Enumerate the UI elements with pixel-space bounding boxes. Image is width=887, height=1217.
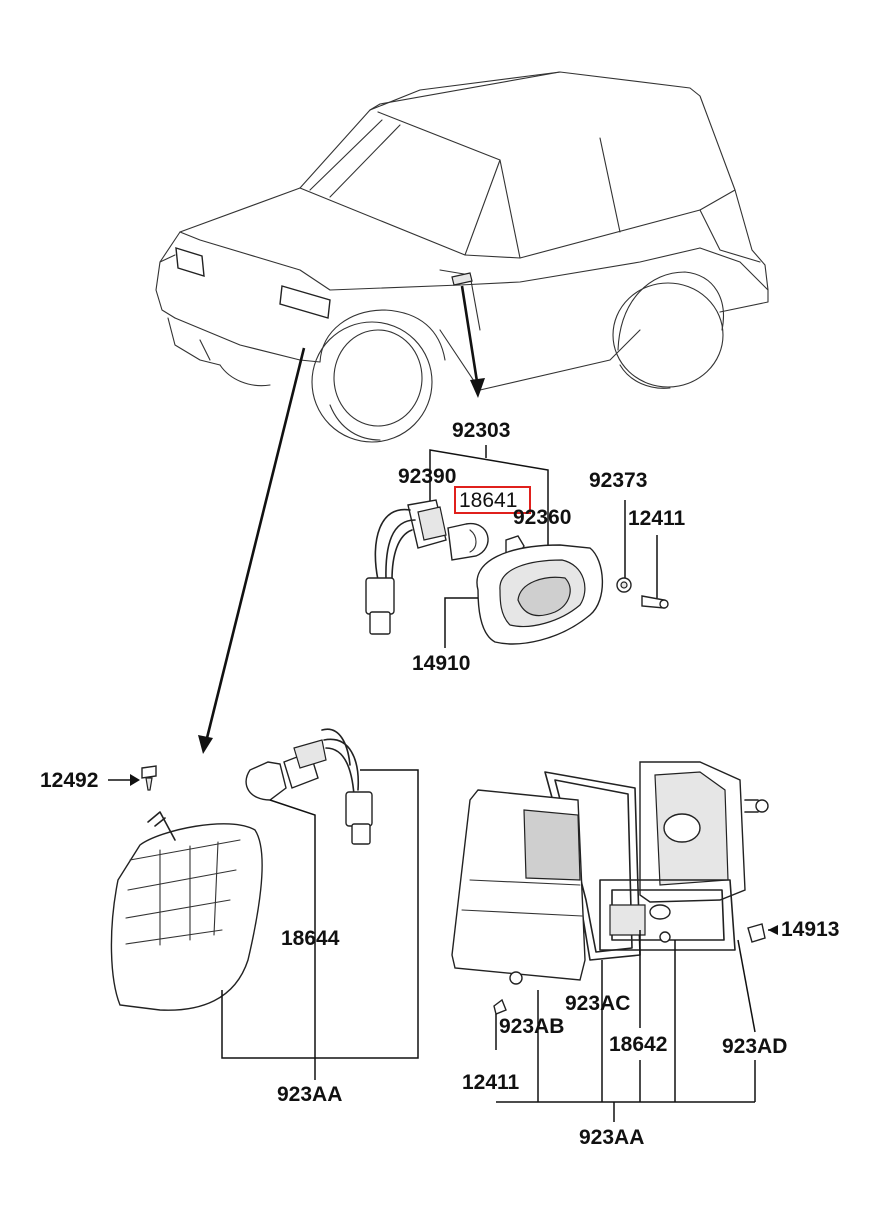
vehicle-illustration	[155, 71, 769, 443]
part-label-923AC[interactable]: 923AC	[565, 992, 631, 1015]
front-corner-lamp-assembly	[108, 728, 419, 1080]
part-label-92303[interactable]: 92303	[452, 419, 511, 442]
part-label-12411-bottom[interactable]: 12411	[462, 1071, 520, 1094]
part-label-14913[interactable]: 14913	[781, 918, 840, 941]
part-label-92360[interactable]: 92360	[513, 506, 572, 529]
arrow-side-marker	[460, 285, 485, 398]
part-label-14910[interactable]: 14910	[412, 652, 471, 675]
part-label-923AA-left[interactable]: 923AA	[277, 1083, 343, 1106]
part-label-18644[interactable]: 18644	[281, 927, 340, 950]
part-label-12492[interactable]: 12492	[40, 769, 99, 792]
part-label-923AA-bottom[interactable]: 923AA	[579, 1126, 645, 1149]
arrow-front-corner	[198, 347, 306, 754]
highlight-box-18641	[454, 486, 531, 514]
part-label-18642[interactable]: 18642	[609, 1033, 668, 1056]
part-label-923AB[interactable]: 923AB	[499, 1015, 565, 1038]
rear-combination-lamp-assembly	[451, 761, 778, 1122]
part-label-92390[interactable]: 92390	[398, 465, 457, 488]
part-label-12411-top[interactable]: 12411	[628, 507, 686, 530]
part-label-92373[interactable]: 92373	[589, 469, 648, 492]
side-marker-assembly	[365, 445, 669, 648]
part-label-18641[interactable]: 18641	[459, 489, 518, 512]
part-label-923AD[interactable]: 923AD	[722, 1035, 788, 1058]
